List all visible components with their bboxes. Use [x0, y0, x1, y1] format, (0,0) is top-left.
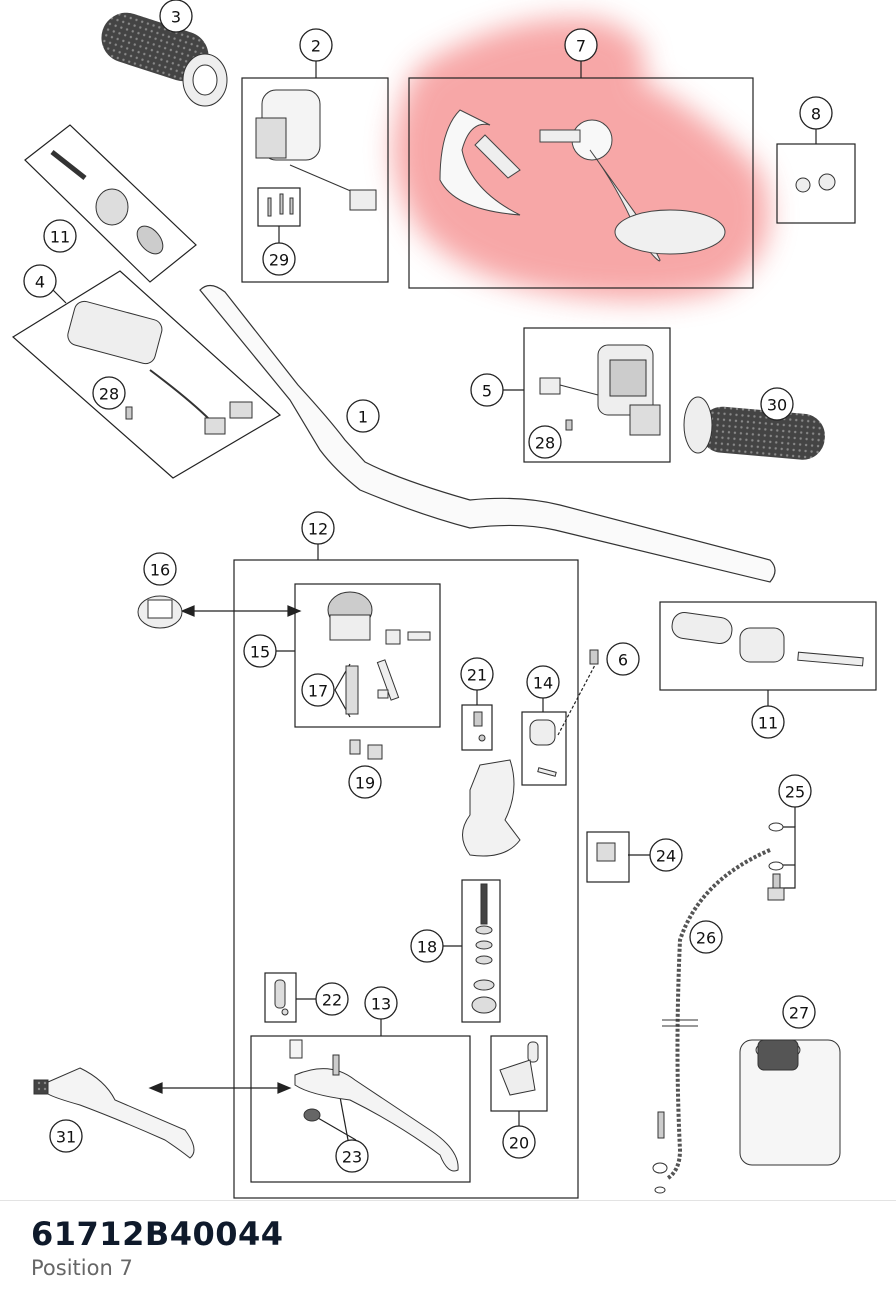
bar-end-11b-part: [671, 612, 864, 667]
brake-hose-26-part: [666, 848, 771, 1180]
reservoir-cap-16-part: [137, 595, 183, 629]
callout-22: 22: [322, 991, 342, 1010]
screw-21-part: [473, 711, 486, 742]
box-11a: [24, 124, 197, 283]
fitting-19-part: [349, 739, 383, 760]
callout-2: 2: [311, 37, 321, 56]
box-18: [461, 879, 501, 1023]
grip-3-part: [101, 12, 228, 107]
callout-7[interactable]: 7: [576, 37, 586, 56]
callout-23: 23: [342, 1148, 362, 1167]
callout-29: 29: [269, 251, 289, 270]
box-24: [586, 831, 630, 883]
callout-28b: 28: [535, 434, 555, 453]
callout-12: 12: [308, 520, 328, 539]
box-13: [250, 1035, 471, 1183]
callout-28a: 28: [99, 385, 119, 404]
callout-25: 25: [785, 783, 805, 802]
callout-15: 15: [250, 643, 270, 662]
plugs-8-part: [795, 173, 836, 193]
callout-19: 19: [355, 774, 375, 793]
callout-16: 16: [150, 561, 170, 580]
clutch-lever-31-part: [33, 1067, 195, 1159]
part-number: 61712B40044: [31, 1215, 284, 1253]
brake-fluid-27-part: [739, 1039, 841, 1166]
callout-17: 17: [308, 682, 328, 701]
lever-guard-7-part: [439, 109, 726, 262]
box-29: [257, 187, 301, 227]
grip-30-part: [683, 396, 825, 460]
callout-26: 26: [696, 929, 716, 948]
callout-11a: 11: [50, 228, 70, 247]
parts-diagram: 1 2 3 4 5 6 7 8 11 11 12 13 14 15 16 17 …: [11, 0, 877, 1199]
box-4: [11, 270, 282, 479]
box-2: [241, 77, 389, 283]
screw-28-right-part: [565, 419, 573, 431]
callout-11b: 11: [758, 714, 778, 733]
part-info-footer: 61712B40044 Position 7: [0, 1200, 896, 1308]
box-8: [776, 143, 856, 224]
reservoir-15-part: [327, 591, 431, 715]
switch-housing-2-part: [255, 89, 377, 211]
callout-20: 20: [509, 1134, 529, 1153]
part-22: [274, 979, 289, 1016]
callout-13: 13: [371, 995, 391, 1014]
callout-3: 3: [171, 8, 181, 27]
callout-27: 27: [789, 1004, 809, 1023]
callout-6: 6: [618, 651, 628, 670]
screw-28-left-part: [125, 406, 133, 420]
callout-21: 21: [467, 666, 487, 685]
bolt-6-part: [589, 649, 599, 665]
bar-end-11a-part: [50, 150, 164, 255]
box-5: [523, 327, 671, 463]
box-14: [521, 711, 567, 786]
box-22: [264, 972, 297, 1023]
callout-31: 31: [56, 1128, 76, 1147]
piston-kit-18-part: [471, 883, 497, 1014]
screws-29-part: [267, 193, 294, 217]
hose-fitting-part: [657, 1111, 665, 1139]
clamp-14-part: [529, 719, 557, 777]
callout-4: 4: [35, 273, 45, 292]
banjo-kit-25-part: [767, 822, 785, 901]
part-20: [499, 1041, 539, 1096]
handlebar-part: [199, 284, 776, 583]
switch-housing-4-part: [67, 300, 253, 435]
callout-30: 30: [767, 396, 787, 415]
callout-5: 5: [482, 382, 492, 401]
box-15: [294, 583, 441, 728]
callout-8: 8: [811, 105, 821, 124]
brake-lever-13-part: [289, 1039, 459, 1172]
callout-24: 24: [656, 847, 676, 866]
switch-24-part: [596, 842, 616, 862]
position-label: Position 7: [31, 1256, 133, 1280]
callout-18: 18: [417, 938, 437, 957]
master-cylinder-part: [462, 759, 521, 857]
callout-1: 1: [358, 408, 368, 427]
throttle-5-part: [539, 344, 661, 436]
box-12: [233, 559, 579, 1199]
callout-14: 14: [533, 674, 553, 693]
